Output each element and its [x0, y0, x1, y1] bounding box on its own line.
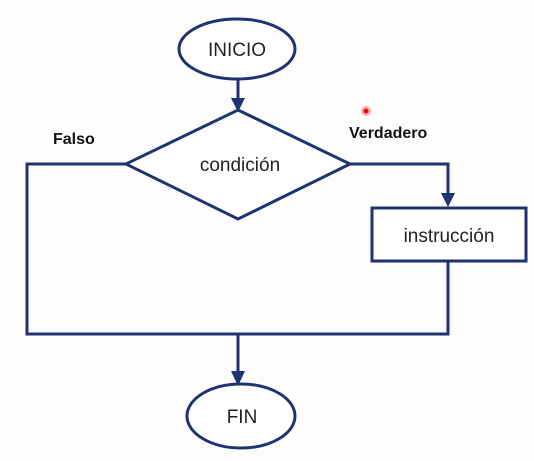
end-node [185, 382, 297, 450]
start-label: INICIO [208, 40, 266, 61]
mouse-pointer-dot [363, 108, 369, 114]
start-node [177, 17, 297, 81]
condition-node [122, 108, 354, 221]
instruction-label: instrucción [404, 226, 495, 247]
edge-condition-to-instruction [350, 162, 450, 195]
arrowhead-start-to-condition [231, 98, 245, 112]
true-branch-label: Verdadero [349, 125, 427, 142]
edge-instruction-to-merge [238, 261, 450, 336]
condition-label: condición [200, 155, 280, 176]
end-label: FIN [227, 407, 258, 428]
false-branch-label: Falso [53, 131, 95, 148]
edge-condition-false-branch [25, 162, 238, 336]
arrowhead-condition-to-instruction [441, 193, 455, 207]
instruction-node [370, 206, 528, 263]
arrowhead-merge-to-end [231, 371, 245, 386]
